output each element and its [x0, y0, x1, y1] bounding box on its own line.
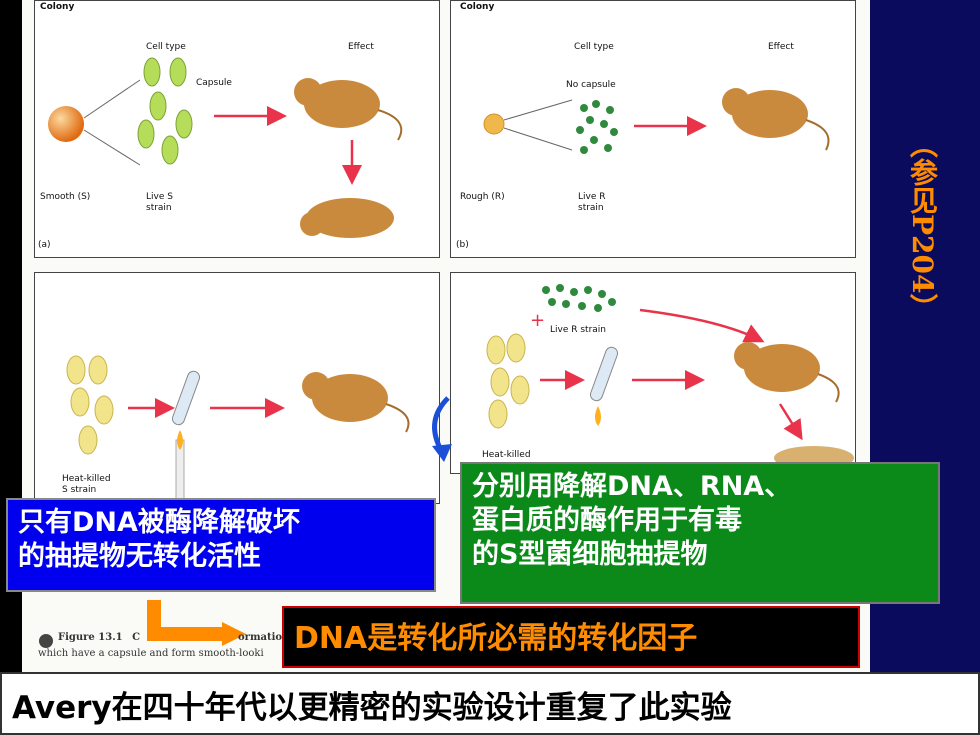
- label-strain-b: strain: [578, 203, 604, 213]
- label-strain-a: strain: [146, 203, 172, 213]
- heat-killed-s-cells-d: [486, 333, 530, 429]
- label-heat-killed-d: Heat-killed: [482, 450, 531, 460]
- dead-mouse: [300, 198, 394, 238]
- side-note: （参见P204）: [906, 130, 939, 322]
- label-live-s: Live S: [146, 192, 173, 202]
- label-tag-b: (b): [456, 240, 469, 250]
- heat-killed-s-cells-c: [66, 355, 114, 455]
- label-tag-a: (a): [38, 240, 51, 250]
- bottom-banner-text: Avery在四十年代以更精密的实验设计重复了此实验: [12, 690, 732, 726]
- green-annotation: 分别用降解DNA、RNA、 蛋白质的酶作用于有毒 的S型菌细胞抽提物: [460, 462, 940, 604]
- rough-colony: [483, 113, 505, 135]
- live-mouse-c: [302, 372, 410, 433]
- bent-arrow: [147, 600, 224, 641]
- smooth-colony: [48, 106, 84, 142]
- label-cell-type-b: Cell type: [574, 42, 614, 52]
- label-rough: Rough (R): [460, 192, 505, 202]
- blue-annotation: 只有DNA被酶降解破坏 的抽提物无转化活性: [6, 498, 436, 592]
- label-colony-b: Colony: [460, 2, 495, 12]
- bottom-banner: Avery在四十年代以更精密的实验设计重复了此实验: [0, 672, 980, 735]
- label-live-r-strain: Live R strain: [550, 325, 606, 335]
- conclusion-box: DNA是转化所必需的转化因子: [282, 606, 860, 668]
- live-mouse-a: [294, 78, 403, 141]
- label-no-capsule: No capsule: [566, 80, 616, 90]
- test-tube-c: [171, 370, 201, 501]
- label-s-strain-c: S strain: [62, 485, 97, 495]
- live-r-cells-d: [542, 284, 616, 312]
- r-cells: [576, 100, 618, 154]
- label-heat-killed-c: Heat-killed: [62, 474, 111, 484]
- live-mouse-b: [722, 88, 830, 151]
- svg-text:+: +: [530, 310, 545, 331]
- label-colony-a: Colony: [40, 2, 75, 12]
- label-effect-a: Effect: [348, 42, 374, 52]
- label-smooth: Smooth (S): [40, 192, 91, 202]
- label-cell-type-a: Cell type: [146, 42, 186, 52]
- label-live-r: Live R: [578, 192, 606, 202]
- test-tube-d: [589, 346, 619, 426]
- label-effect-b: Effect: [768, 42, 794, 52]
- curved-arrow: [432, 396, 450, 450]
- capsulated-cells: [137, 57, 193, 165]
- figure-icon: [39, 634, 53, 648]
- live-mouse-d: [734, 342, 840, 403]
- label-capsule: Capsule: [196, 78, 232, 88]
